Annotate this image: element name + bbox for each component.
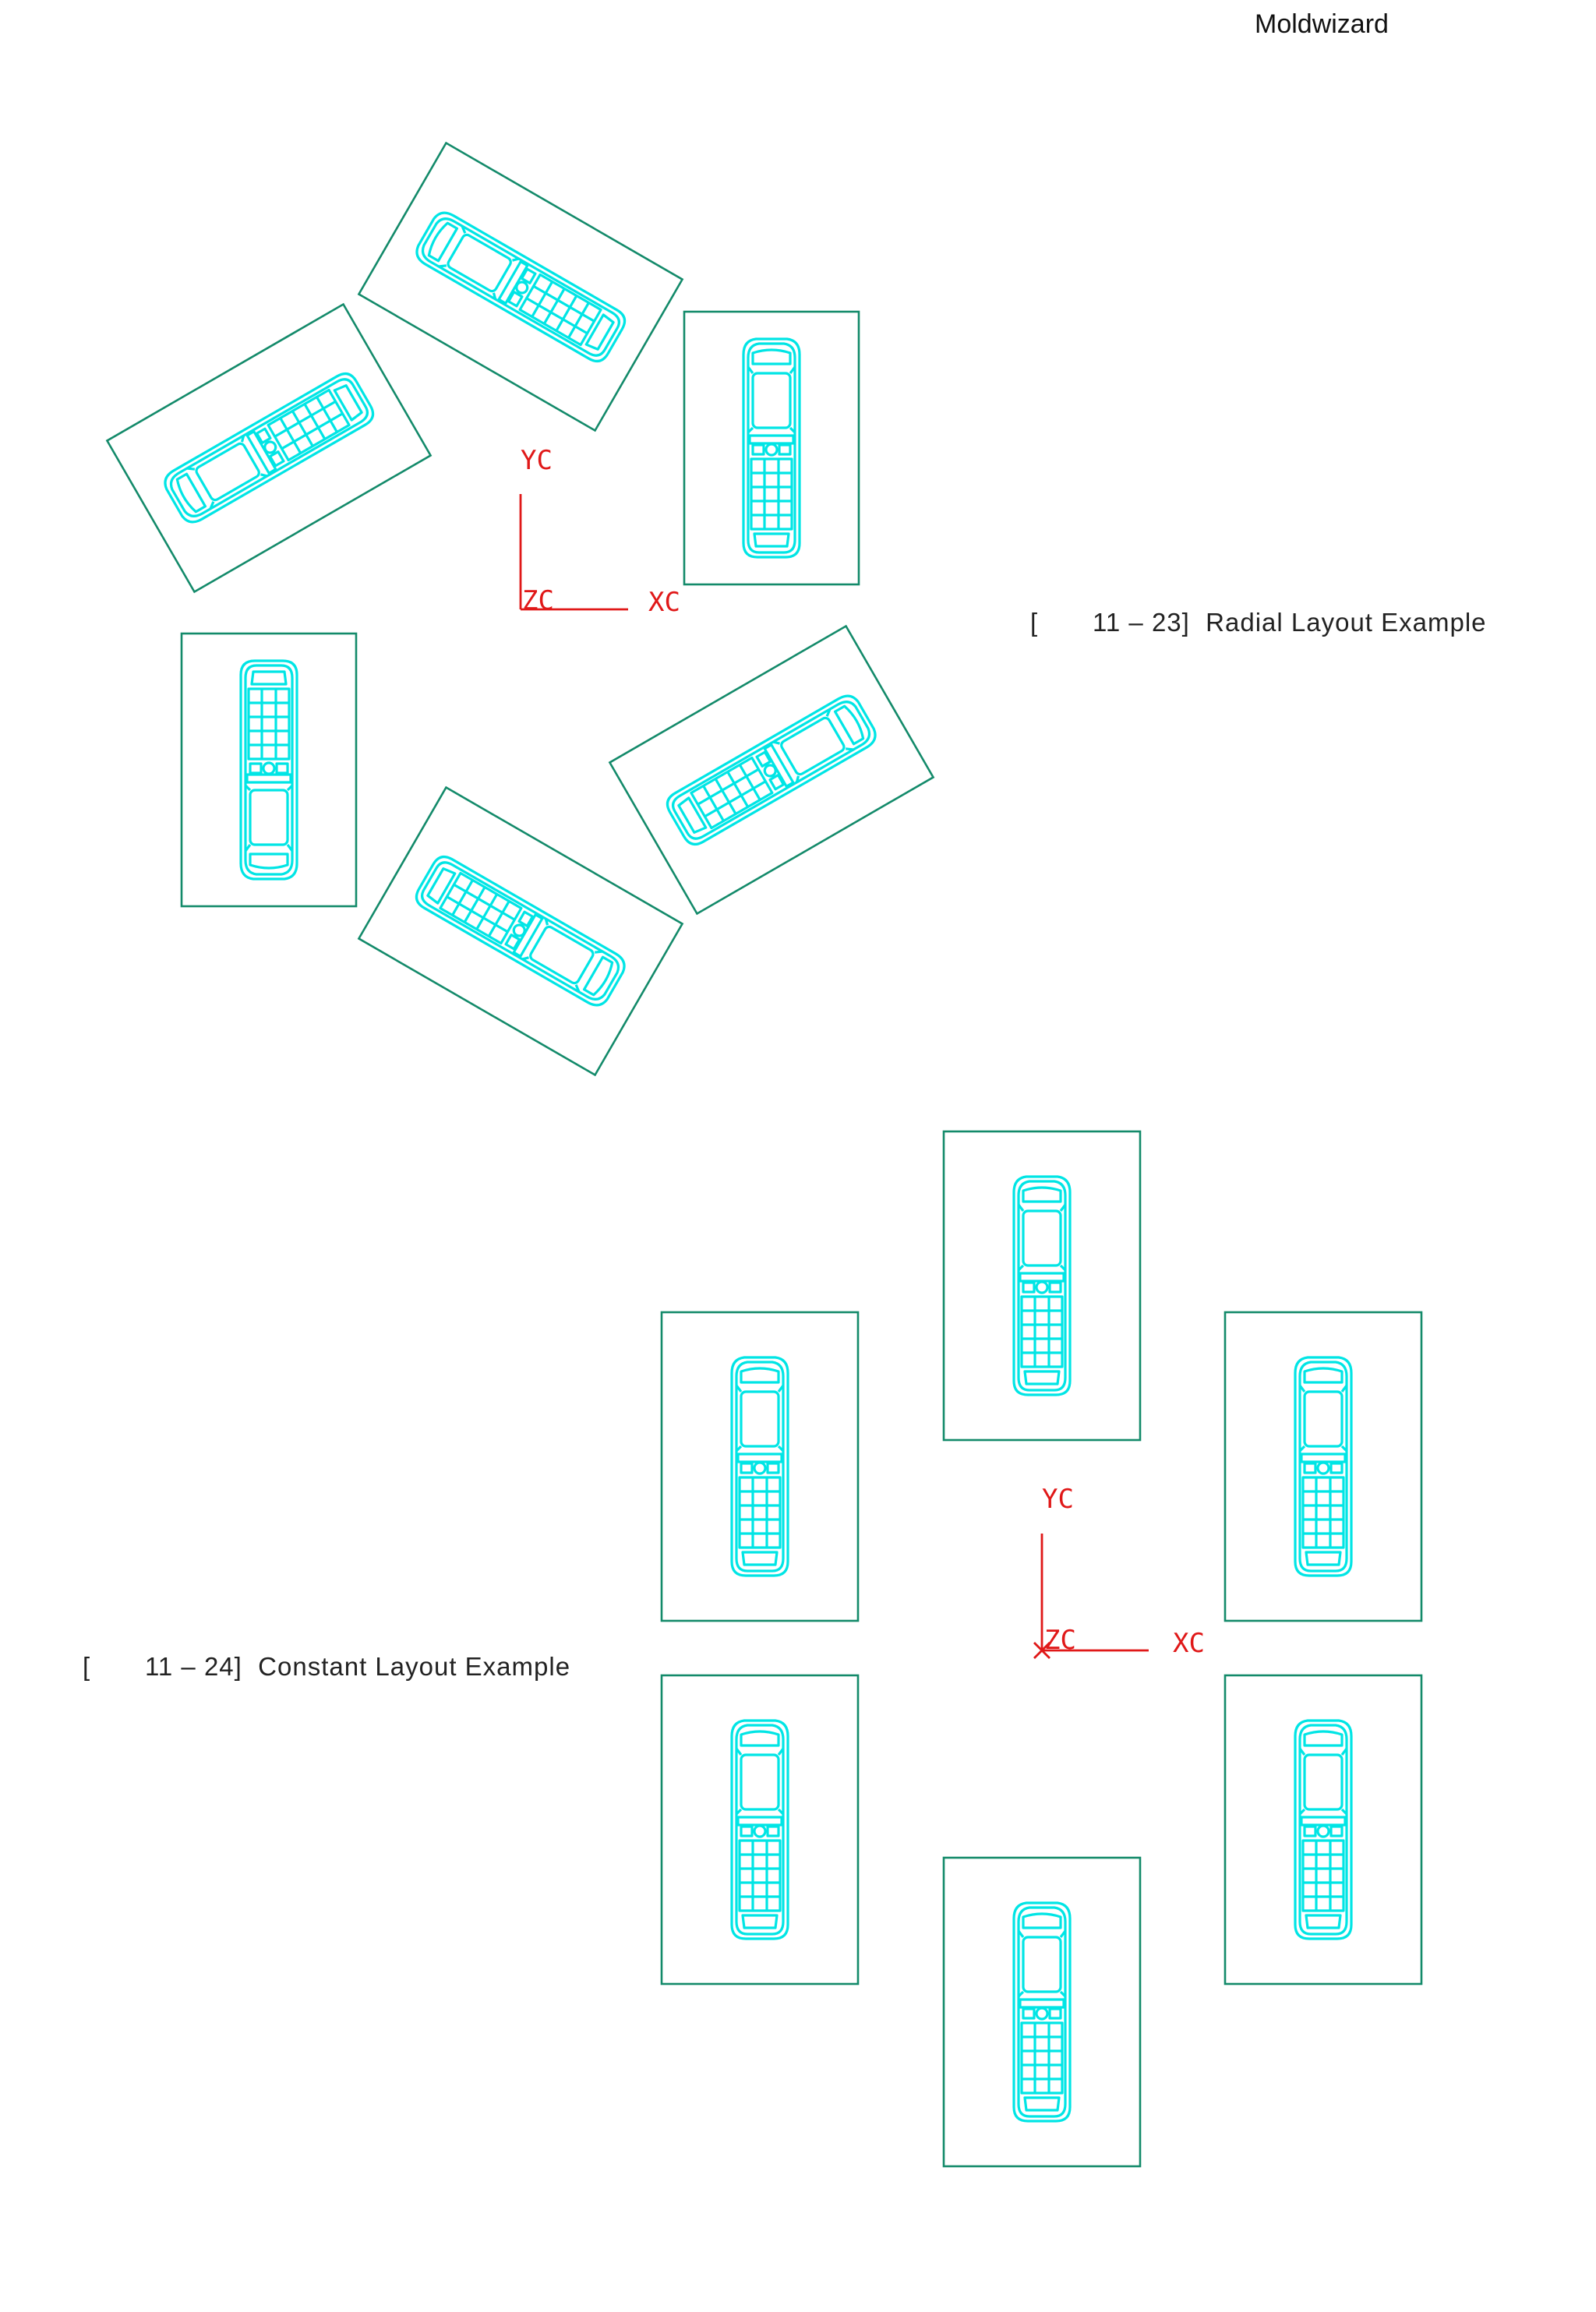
radial-z-axis-label: ZC	[522, 585, 554, 616]
constant-wcs-axes: YC XC ZC	[1033, 1484, 1205, 1659]
radial-y-axis-label: YC	[521, 445, 553, 476]
radial-cavity-3	[105, 302, 433, 594]
caption-text: 11 – 23] Radial Layout Example	[1093, 608, 1487, 637]
radial-wcs-axes: YC XC ZC	[519, 445, 680, 618]
constant-cavity-lower-left	[660, 1674, 860, 1985]
page-header-title: Moldwizard	[1255, 9, 1389, 39]
constant-layout-figure: YC XC ZC	[660, 1130, 1423, 2168]
constant-x-axis-label: XC	[1173, 1628, 1205, 1659]
constant-cavity-upper-right	[1223, 1311, 1423, 1622]
caption-text: 11 – 24] Constant Layout Example	[145, 1652, 571, 1681]
constant-cavity-lower-right	[1223, 1674, 1423, 1985]
radial-cavity-1	[683, 310, 860, 586]
constant-cavity-bottom	[942, 1856, 1142, 2168]
radial-x-axis-label: XC	[648, 587, 680, 618]
radial-cavity-6	[608, 624, 935, 916]
radial-cavity-2	[357, 141, 684, 432]
constant-cavity-top	[942, 1130, 1142, 1442]
caption-bracket: [	[1030, 608, 1039, 637]
wcs-origin-icon	[1033, 1642, 1050, 1659]
constant-z-axis-label: ZC	[1044, 1625, 1076, 1656]
radial-cavity-5	[357, 785, 684, 1077]
figure-caption-radial-layout: [11 – 23] Radial Layout Example	[1030, 608, 1487, 637]
figure-caption-constant-layout: [11 – 24] Constant Layout Example	[83, 1652, 570, 1682]
radial-cavity-4	[180, 632, 358, 908]
constant-y-axis-label: YC	[1042, 1484, 1074, 1515]
constant-cavity-upper-left	[660, 1311, 860, 1622]
radial-layout-figure: YC XC ZC	[105, 141, 935, 1077]
caption-bracket: [	[83, 1652, 91, 1681]
